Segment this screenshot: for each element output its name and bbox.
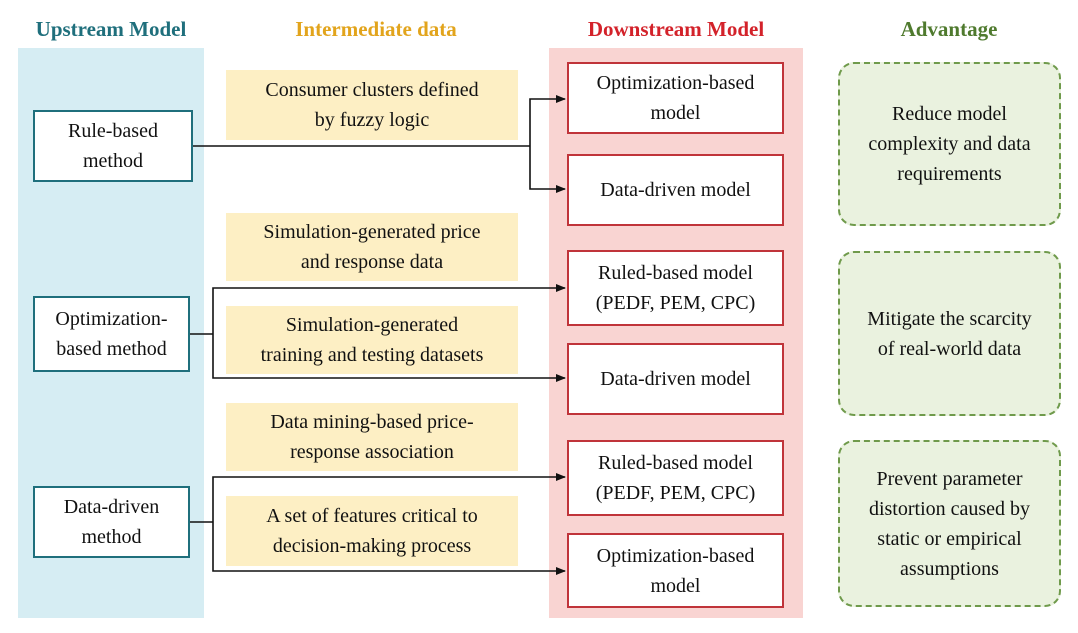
upstream-box-rule-based: Rule-based method <box>33 110 193 182</box>
arrow-datadriven-to-ruled <box>212 473 566 522</box>
downstream-box-data-driven-1: Data-driven model <box>567 154 784 226</box>
arrow-optimization-to-datadriven <box>212 334 566 382</box>
downstream-box-data-driven-2: Data-driven model <box>567 343 784 415</box>
advantage-box-mitigate-scarcity: Mitigate the scarcity of real-world data <box>838 251 1061 416</box>
downstream-box-optimization-2: Optimization-based model <box>567 533 784 608</box>
advantage-header: Advantage <box>900 17 998 41</box>
upstream-header: Upstream Model <box>35 17 187 41</box>
downstream-box-ruled-based-1: Ruled-based model (PEDF, PEM, CPC) <box>567 250 784 326</box>
intermediate-box-simulated-price-response: Simulation-generated price and response … <box>226 213 518 281</box>
intermediate-box-data-mining-association: Data mining-based price- response associ… <box>226 403 518 471</box>
intermediate-box-critical-features: A set of features critical to decision-m… <box>226 496 518 566</box>
advantage-box-reduce-complexity: Reduce model complexity and data require… <box>838 62 1061 226</box>
upstream-box-optimization-based: Optimization- based method <box>33 296 190 372</box>
downstream-column-background <box>549 48 803 618</box>
arrow-datadriven-to-optimization <box>212 522 566 575</box>
arrow-optimization-to-ruled <box>212 284 566 334</box>
upstream-box-data-driven: Data-driven method <box>33 486 190 558</box>
arrow-rule-to-optimization <box>529 95 566 146</box>
intermediate-box-simulated-datasets: Simulation-generated training and testin… <box>226 306 518 374</box>
intermediate-box-fuzzy-clusters: Consumer clusters defined by fuzzy logic <box>226 70 518 140</box>
downstream-box-ruled-based-2: Ruled-based model (PEDF, PEM, CPC) <box>567 440 784 516</box>
advantage-box-prevent-distortion: Prevent parameter distortion caused by s… <box>838 440 1061 607</box>
downstream-box-optimization-1: Optimization-based model <box>567 62 784 134</box>
downstream-header: Downstream Model <box>587 17 765 41</box>
intermediate-header: Intermediate data <box>295 17 457 41</box>
arrow-rule-to-datadriven <box>529 146 566 193</box>
